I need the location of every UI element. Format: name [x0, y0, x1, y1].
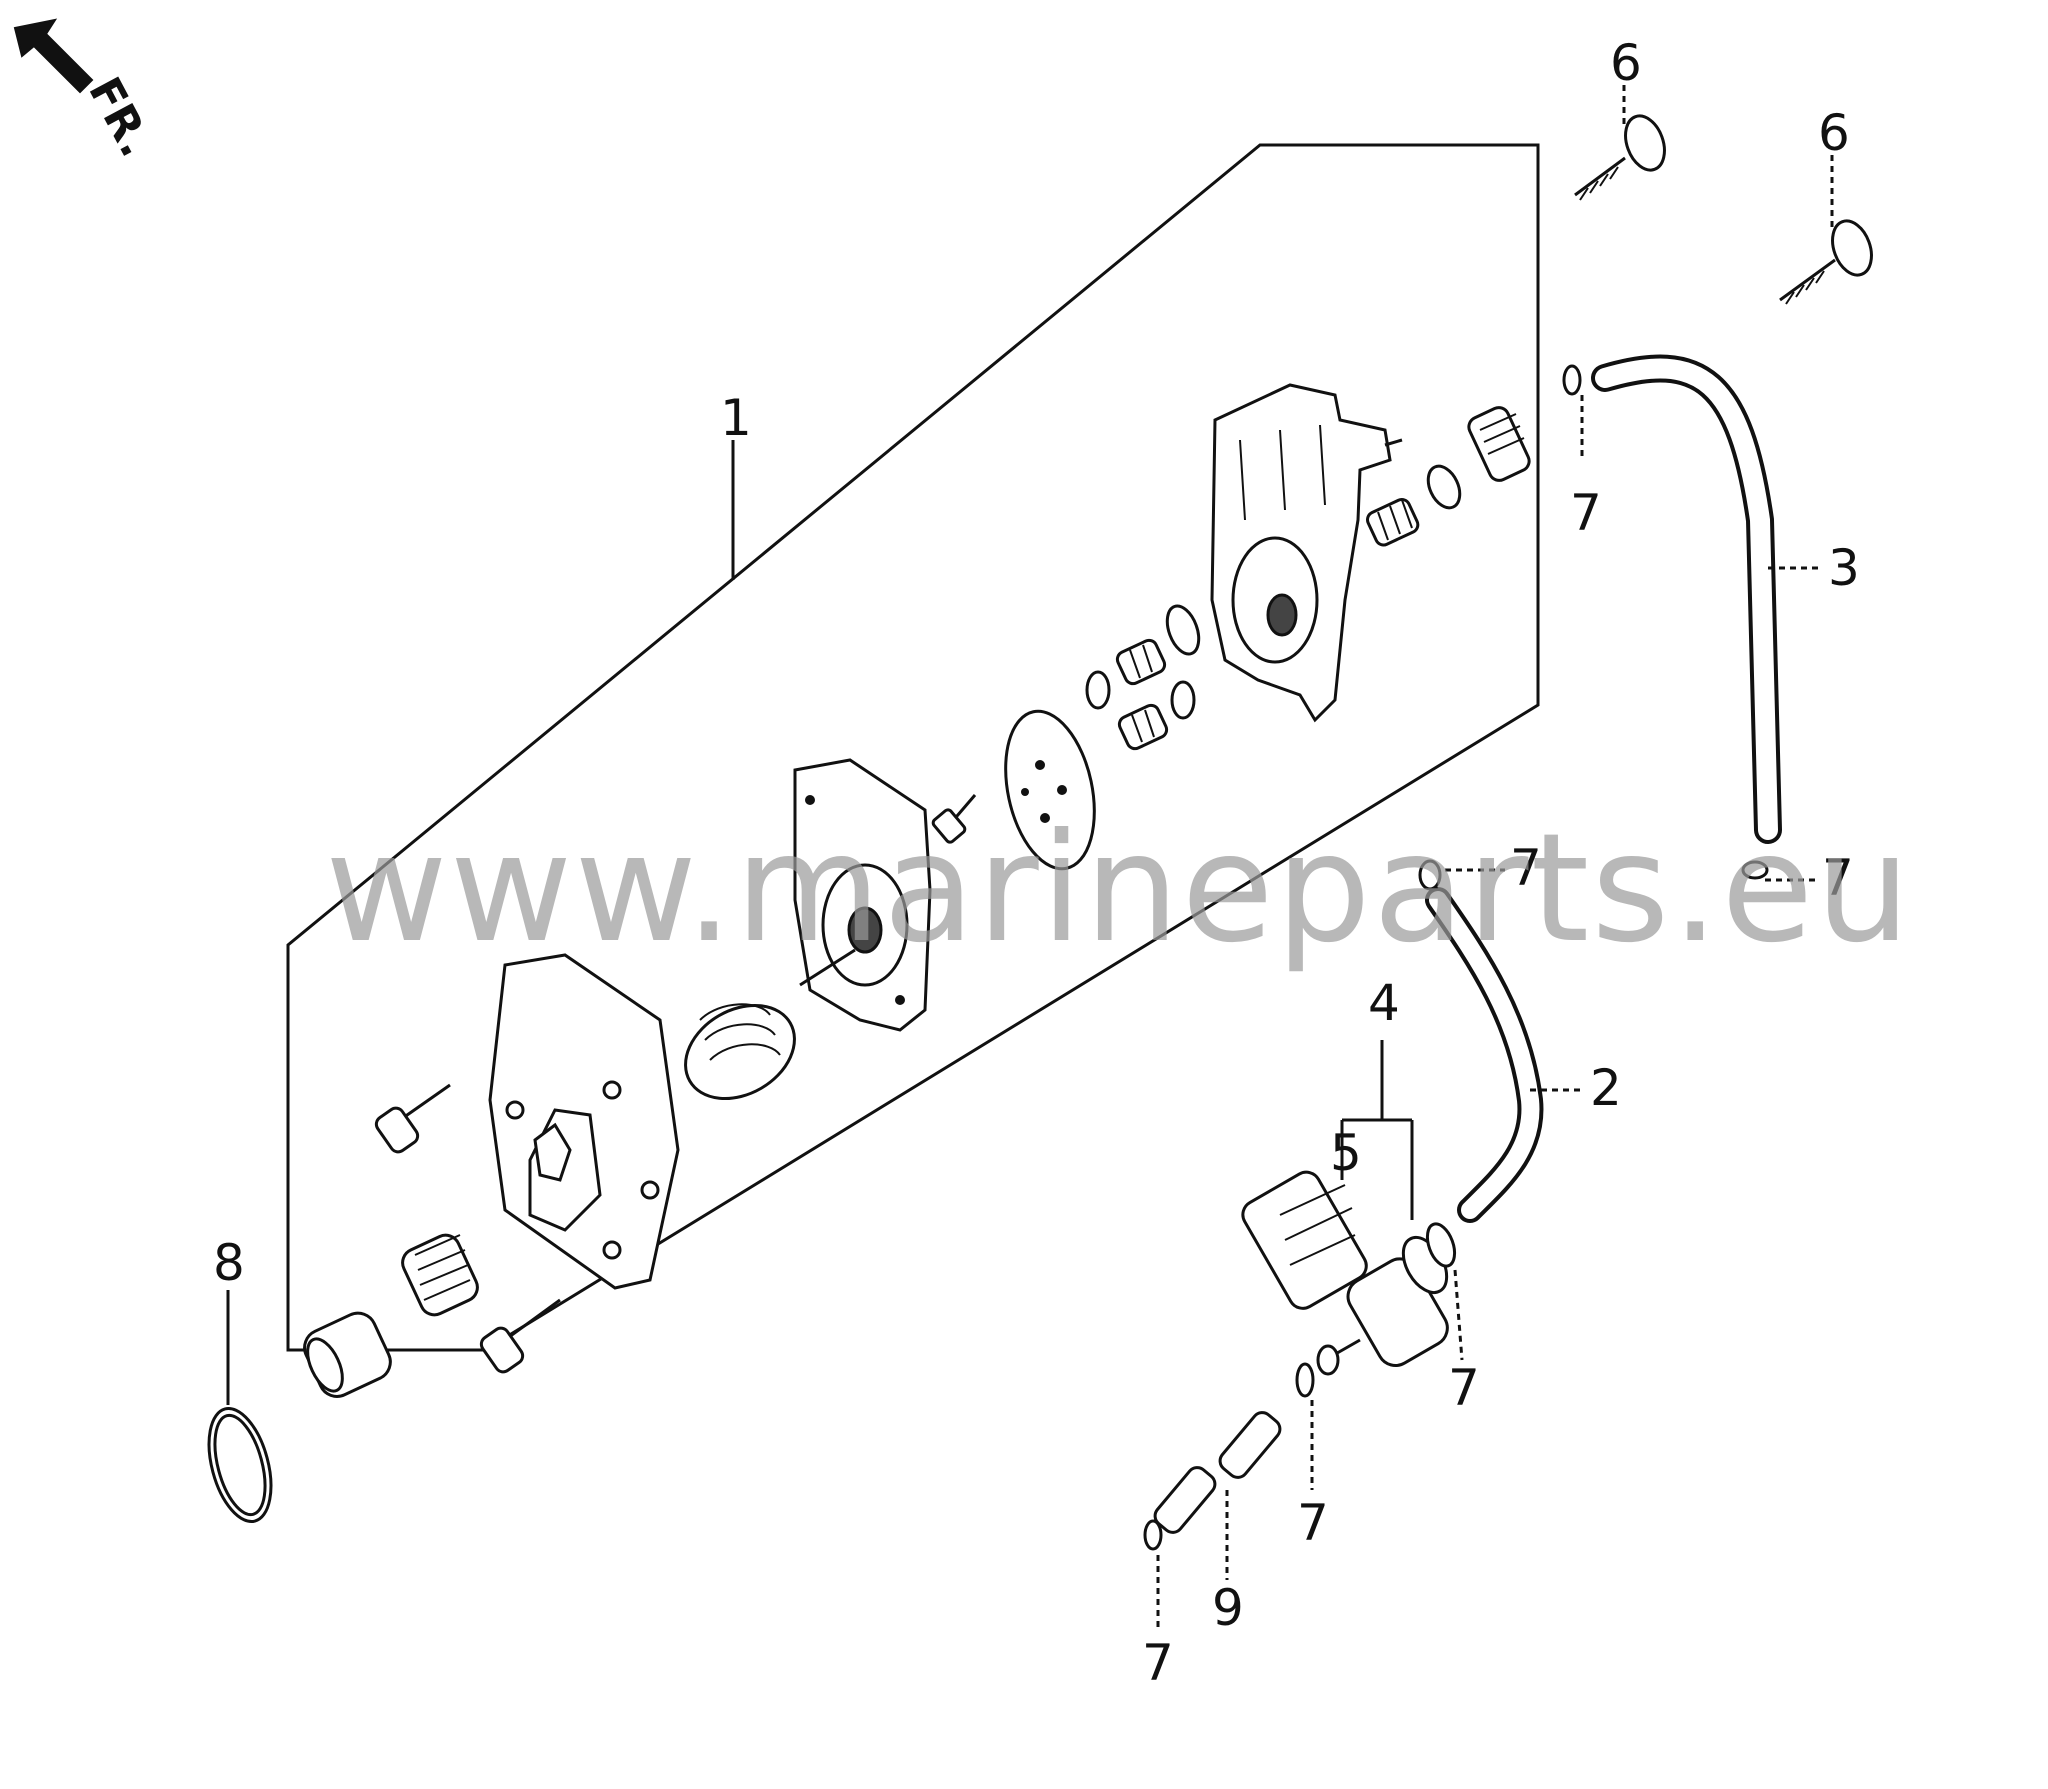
valve-disc — [1004, 709, 1096, 871]
callout-7-f: 7 — [1142, 1634, 1174, 1692]
callout-5: 5 — [1330, 1124, 1362, 1182]
pump-body — [1210, 383, 1403, 723]
fuel-filter — [1241, 1170, 1368, 1310]
valve-spring-upper — [1366, 498, 1420, 547]
tube-9-lower — [1153, 1466, 1217, 1534]
valve-spring-b — [1117, 703, 1169, 751]
callout-1: 1 — [720, 389, 752, 447]
pump-cover — [488, 953, 680, 1290]
fuel-filter-cup — [1316, 1236, 1449, 1376]
callout-7-c: 7 — [1510, 839, 1542, 897]
callout-7-d: 7 — [1448, 1359, 1480, 1417]
small-screw — [931, 794, 977, 844]
valve-ring-b — [1170, 680, 1196, 720]
callout-3: 3 — [1828, 539, 1860, 597]
clip-a — [1562, 364, 1582, 396]
valve-ring-upper — [1426, 464, 1462, 510]
check-valve-parts — [1085, 406, 1531, 751]
plunger — [303, 1311, 392, 1398]
callout-7-e: 7 — [1297, 1494, 1329, 1552]
leader-lines — [226, 85, 1834, 1630]
clip-c — [1418, 859, 1442, 891]
tube-9-upper — [1218, 1411, 1282, 1479]
valve-ring-c — [1085, 670, 1111, 710]
front-direction-indicator: FR. — [13, 18, 162, 165]
front-direction-label: FR. — [78, 69, 161, 165]
filter-clip — [1425, 1222, 1457, 1268]
clip-b — [1741, 860, 1769, 880]
diaphragm-spring — [684, 1003, 796, 1101]
plunger-spring — [401, 1233, 479, 1317]
callout-7-b: 7 — [1822, 849, 1854, 907]
callout-6-upper: 6 — [1610, 34, 1642, 92]
callout-2: 2 — [1590, 1059, 1622, 1117]
callout-labels: 1 2 3 4 5 6 6 7 7 7 7 7 7 8 9 — [213, 34, 1860, 1692]
diaphragm-cover — [793, 758, 932, 1032]
bolt-upper — [1574, 114, 1666, 201]
bolt-lower — [1779, 219, 1873, 305]
clip-d — [1295, 1362, 1315, 1398]
tube-2 — [1425, 887, 1544, 1223]
o-ring — [207, 1407, 273, 1523]
front-direction-arrow-icon — [13, 18, 94, 94]
valve-ring-a — [1165, 604, 1201, 656]
callout-4: 4 — [1368, 974, 1400, 1032]
callout-6-lower: 6 — [1818, 104, 1850, 162]
valve-spring-a — [1115, 638, 1167, 686]
callout-8: 8 — [213, 1234, 245, 1292]
cover-screw-upper — [374, 1083, 451, 1154]
valve-fitting — [1467, 406, 1531, 482]
clip-e — [1143, 1519, 1163, 1551]
cover-screw-lower — [479, 1298, 561, 1374]
callout-7-a: 7 — [1570, 484, 1602, 542]
watermark: www.marineparts.eu — [325, 802, 1913, 976]
callout-9: 9 — [1212, 1579, 1244, 1637]
tube-3 — [1591, 354, 1782, 844]
